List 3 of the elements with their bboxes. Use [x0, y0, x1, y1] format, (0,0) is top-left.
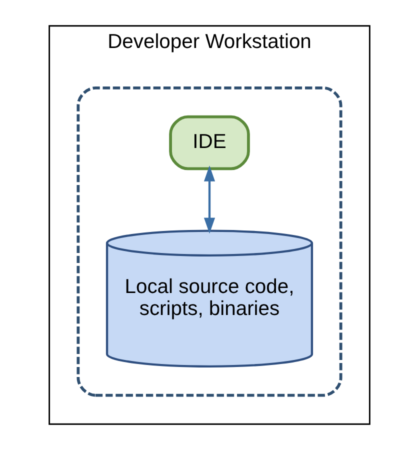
arrow — [203, 165, 215, 234]
cluster — [76, 86, 342, 397]
node-box: IDE — [168, 115, 250, 170]
